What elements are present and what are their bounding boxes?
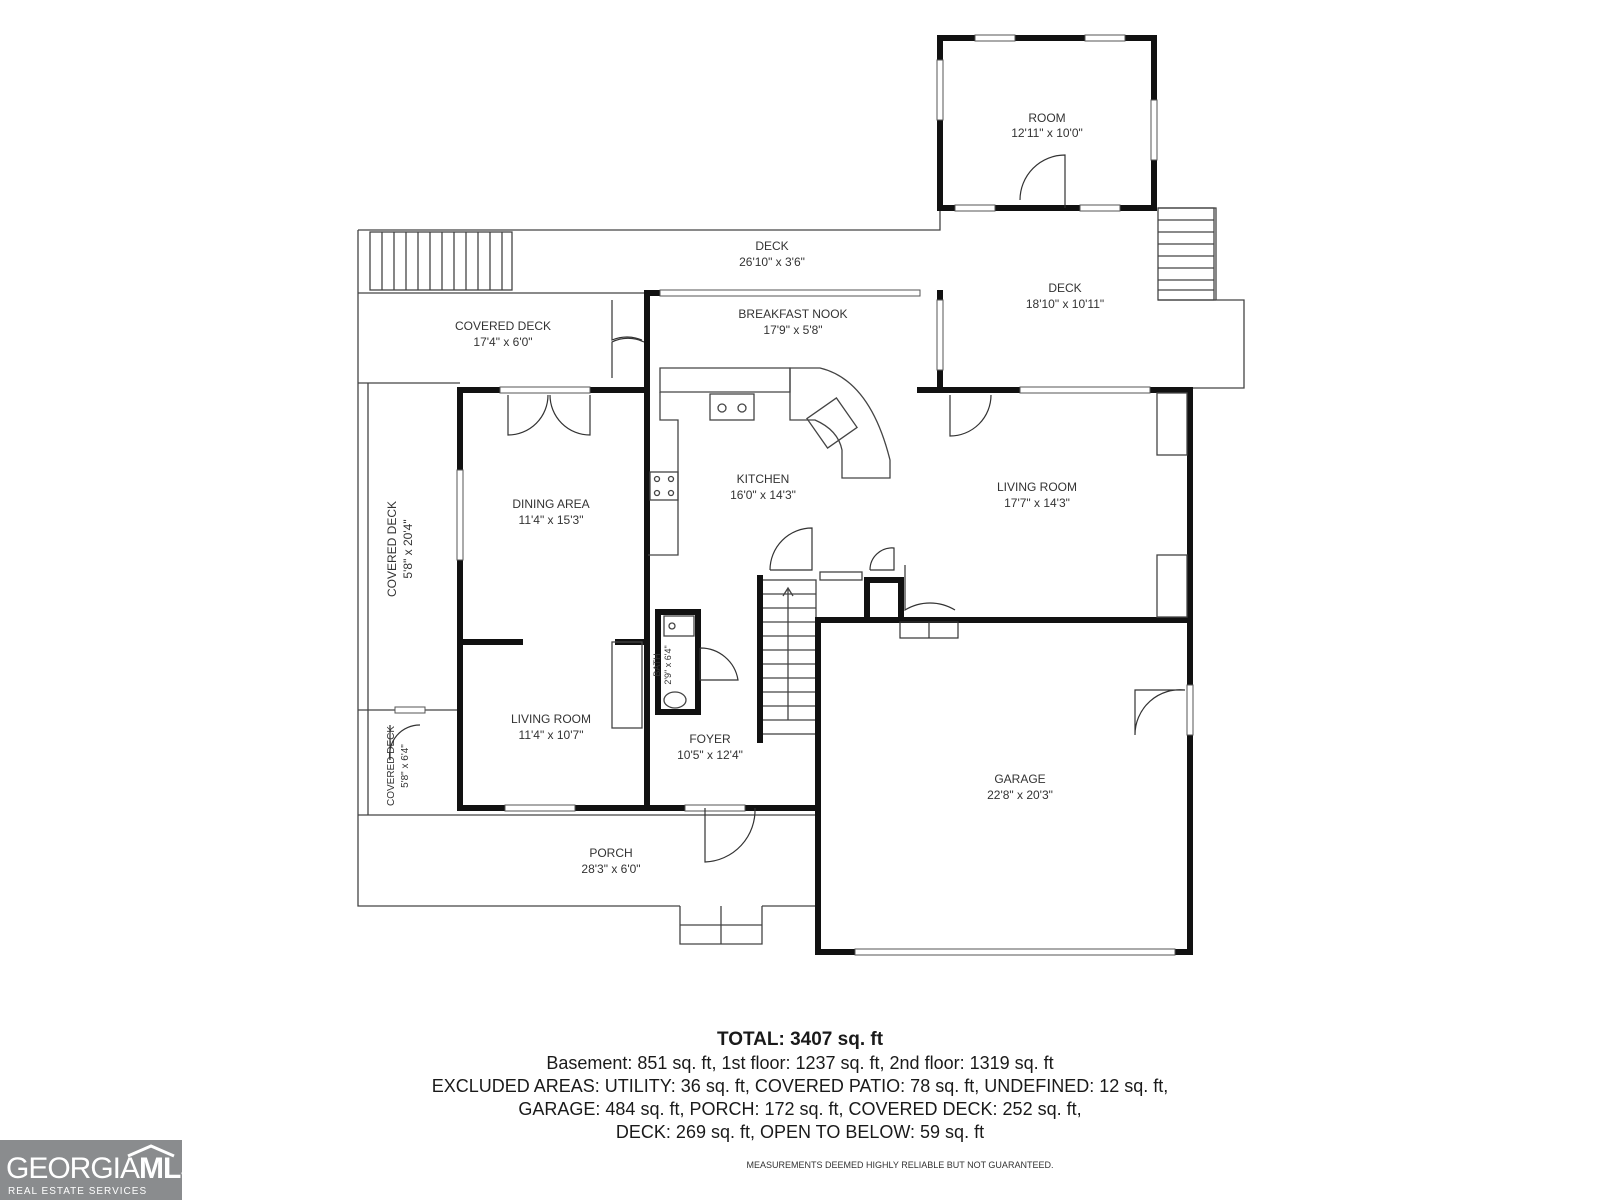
room-name-breakfast-nook: BREAKFAST NOOK	[738, 307, 847, 321]
room-name-bath: BATH	[652, 653, 662, 676]
logo-word-light: GEORGIA	[6, 1152, 140, 1185]
room-dims-dining-area: 11'4" x 15'3"	[519, 513, 584, 527]
summary-line-excluded: EXCLUDED AREAS: UTILITY: 36 sq. ft, COVE…	[431, 1076, 1169, 1096]
roof-icon	[127, 1144, 175, 1158]
room-name-garage: GARAGE	[994, 772, 1045, 786]
room-label-covered-deck-top: COVERED DECK 17'4" x 6'0"	[455, 319, 551, 349]
room-dims-breakfast-nook: 17'9" x 5'8"	[763, 323, 822, 337]
area-summary: TOTAL: 3407 sq. ft Basement: 851 sq. ft,…	[300, 1028, 1300, 1144]
room-name-deck-right: DECK	[1048, 281, 1081, 295]
room-label-porch: PORCH 28'3" x 6'0"	[581, 846, 640, 876]
summary-line-garage-porch: GARAGE: 484 sq. ft, PORCH: 172 sq. ft, C…	[518, 1099, 1082, 1119]
room-dims-porch: 28'3" x 6'0"	[581, 862, 640, 876]
room-dims-kitchen: 16'0" x 14'3"	[730, 488, 796, 502]
room-labels: ROOM 12'11" x 10'0" DECK 26'10" x 3'6" D…	[385, 111, 1104, 876]
total-area: TOTAL: 3407 sq. ft	[716, 1029, 884, 1050]
summary-line-deck: DECK: 269 sq. ft, OPEN TO BELOW: 59 sq. …	[615, 1122, 985, 1142]
room-name-porch: PORCH	[589, 846, 632, 860]
room-label-breakfast-nook: BREAKFAST NOOK 17'9" x 5'8"	[738, 307, 847, 337]
room-dims-room: 12'11" x 10'0"	[1011, 126, 1083, 140]
room-dims-covered-deck-side: 5'8" x 20'4"	[401, 519, 415, 578]
room-label-living-room-right: LIVING ROOM 17'7" x 14'3"	[997, 480, 1077, 510]
georgia-mls-logo: GEORGIAMLS REAL ESTATE SERVICES	[0, 1140, 200, 1200]
room-dims-living-room-left: 11'4" x 10'7"	[519, 728, 584, 742]
room-dims-garage: 22'8" x 20'3"	[987, 788, 1053, 802]
room-name-foyer: FOYER	[689, 732, 731, 746]
logo-tagline: REAL ESTATE SERVICES	[8, 1186, 148, 1197]
room-label-bath: BATH 2'9" x 6'4"	[652, 645, 673, 684]
deck-outlines	[357, 207, 1245, 945]
room-name-dining-area: DINING AREA	[512, 497, 589, 511]
room-dims-foyer: 10'5" x 12'4"	[677, 748, 743, 762]
room-dims-bath: 2'9" x 6'4"	[663, 645, 673, 684]
room-dims-deck-top: 26'10" x 3'6"	[739, 255, 805, 269]
windows	[394, 34, 1194, 956]
kitchen-fixtures	[611, 367, 1188, 729]
room-label-deck-right: DECK 18'10" x 10'11"	[1026, 281, 1104, 311]
stairs-deck-top	[369, 231, 513, 291]
disclaimer: MEASUREMENTS DEEMED HIGHLY RELIABLE BUT …	[746, 1160, 1054, 1170]
room-label-dining-area: DINING AREA 11'4" x 15'3"	[512, 497, 589, 527]
stairs-interior	[759, 579, 817, 735]
room-name-living-room-left: LIVING ROOM	[511, 712, 591, 726]
room-name-covered-deck-side: COVERED DECK	[385, 501, 399, 597]
room-label-covered-deck-small: COVERED DECK 5'8" x 6'4"	[386, 726, 411, 806]
room-name-covered-deck-top: COVERED DECK	[455, 319, 551, 333]
room-name-living-room-right: LIVING ROOM	[997, 480, 1077, 494]
room-label-deck-top: DECK 26'10" x 3'6"	[739, 239, 805, 269]
logo-word-bold: MLS	[139, 1152, 200, 1185]
room-label-foyer: FOYER 10'5" x 12'4"	[677, 732, 743, 762]
room-label-covered-deck-side: COVERED DECK 5'8" x 20'4"	[385, 501, 415, 597]
room-label-living-room-left: LIVING ROOM 11'4" x 10'7"	[511, 712, 591, 742]
room-label-garage: GARAGE 22'8" x 20'3"	[987, 772, 1053, 802]
room-name-room: ROOM	[1028, 111, 1065, 125]
room-dims-living-room-right: 17'7" x 14'3"	[1004, 496, 1070, 510]
room-dims-deck-right: 18'10" x 10'11"	[1026, 297, 1104, 311]
room-name-covered-deck-small: COVERED DECK	[386, 726, 397, 806]
room-name-kitchen: KITCHEN	[737, 472, 790, 486]
logo-wordmark: GEORGIAMLS	[6, 1152, 200, 1186]
summary-line-floors: Basement: 851 sq. ft, 1st floor: 1237 sq…	[546, 1053, 1054, 1073]
room-label-room: ROOM 12'11" x 10'0"	[1011, 111, 1083, 140]
room-label-kitchen: KITCHEN 16'0" x 14'3"	[730, 472, 796, 502]
room-name-deck-top: DECK	[755, 239, 788, 253]
stairs-deck-right	[1157, 207, 1215, 301]
room-dims-covered-deck-top: 17'4" x 6'0"	[473, 335, 532, 349]
room-dims-covered-deck-small: 5'8" x 6'4"	[400, 744, 411, 788]
doors	[388, 154, 1186, 863]
